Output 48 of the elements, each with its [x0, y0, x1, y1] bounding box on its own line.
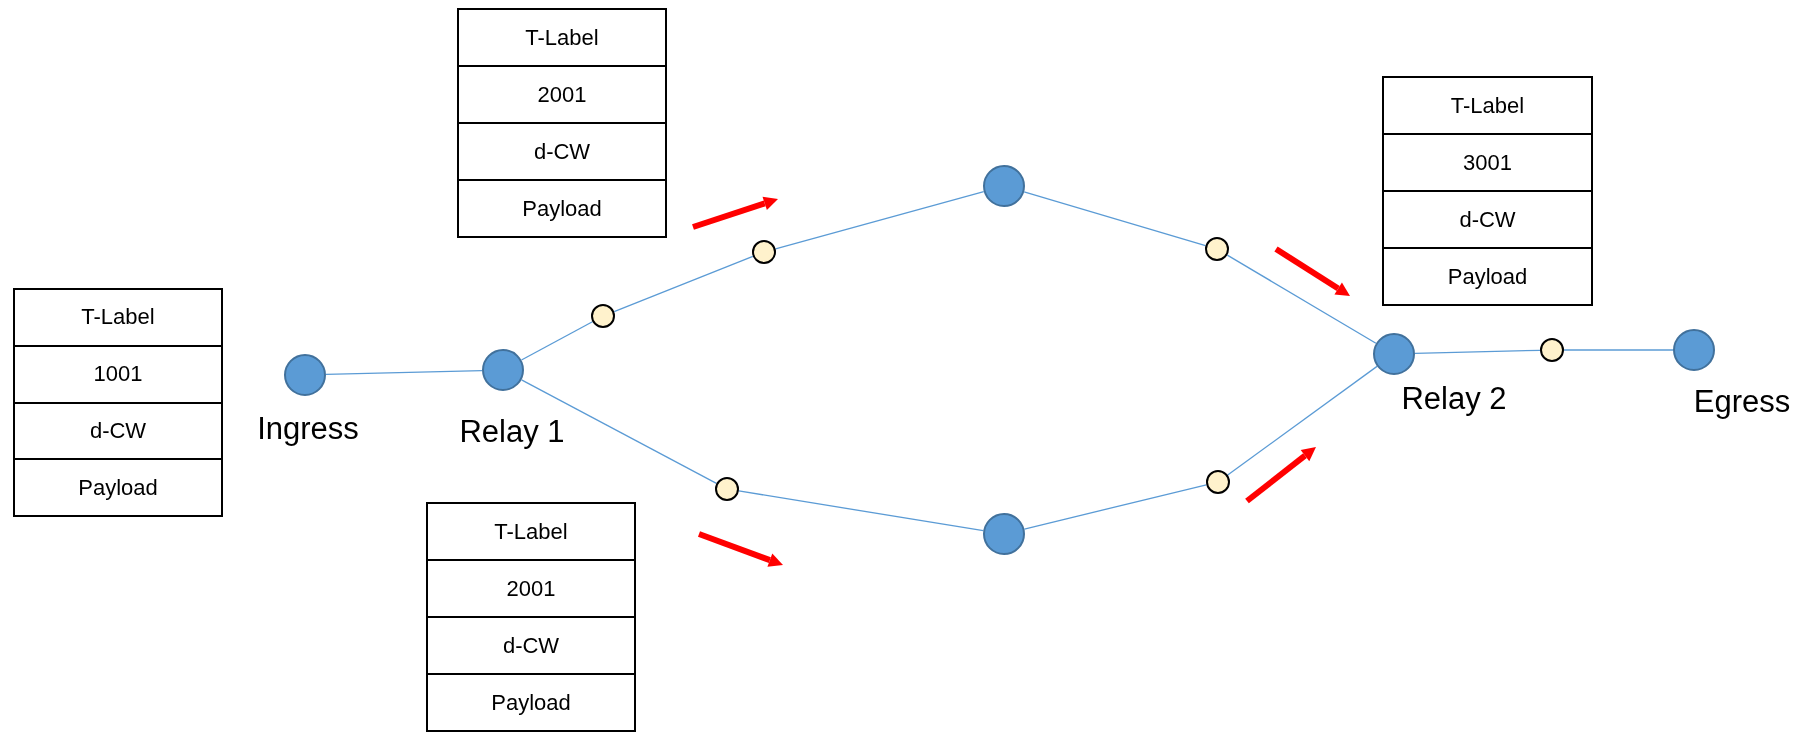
- node-label: Ingress: [257, 411, 359, 447]
- table-cell: d-CW: [1384, 190, 1591, 247]
- table-cell-text: T-Label: [1449, 91, 1526, 120]
- link-line: [1227, 365, 1378, 476]
- transit-point: [1205, 237, 1229, 261]
- transit-point: [752, 240, 776, 264]
- link-line: [1563, 349, 1674, 351]
- router-node: [284, 354, 326, 396]
- transit-point: [715, 477, 739, 501]
- router-node: [983, 513, 1025, 555]
- table-cell: Payload: [15, 458, 221, 515]
- label-stack: [426, 502, 636, 732]
- label-stack: [457, 8, 667, 238]
- table-cell: d-CW: [459, 122, 665, 179]
- table-cell-text: T-Label: [524, 23, 600, 52]
- transit-point: [1540, 338, 1564, 362]
- table-cell: 3001: [1384, 133, 1591, 190]
- table-cell: Payload: [1384, 247, 1591, 304]
- transit-point: [1206, 470, 1230, 494]
- link-line: [520, 321, 594, 361]
- link-line: [1414, 349, 1541, 355]
- node-label: Egress: [1693, 384, 1791, 420]
- router-node: [482, 349, 524, 391]
- table-cell: d-CW: [428, 616, 634, 673]
- table-cell: d-CW: [15, 401, 221, 459]
- router-node: [983, 165, 1025, 207]
- link-line: [613, 255, 754, 313]
- link-line: [738, 490, 984, 532]
- table-cell-text: T-Label: [493, 517, 569, 546]
- node-label: Relay 2: [1401, 381, 1507, 417]
- table-cell: Payload: [459, 179, 665, 236]
- label-stack: [1382, 76, 1593, 306]
- table-cell-text: T-Label: [80, 303, 156, 332]
- table-cell: 2001: [459, 65, 665, 122]
- link-line: [1023, 484, 1207, 530]
- router-node: [1373, 333, 1415, 375]
- link-line: [1226, 254, 1377, 344]
- label-stack: [13, 288, 223, 517]
- link-line: [325, 369, 483, 376]
- table-cell: Payload: [428, 673, 634, 730]
- transit-point: [591, 304, 615, 328]
- node-label: Relay 1: [459, 414, 565, 450]
- link-line: [520, 379, 718, 484]
- table-cell: 1001: [15, 344, 221, 402]
- link-line: [1023, 191, 1207, 247]
- link-line: [774, 190, 985, 250]
- table-cell: 2001: [428, 559, 634, 616]
- router-node: [1673, 329, 1715, 371]
